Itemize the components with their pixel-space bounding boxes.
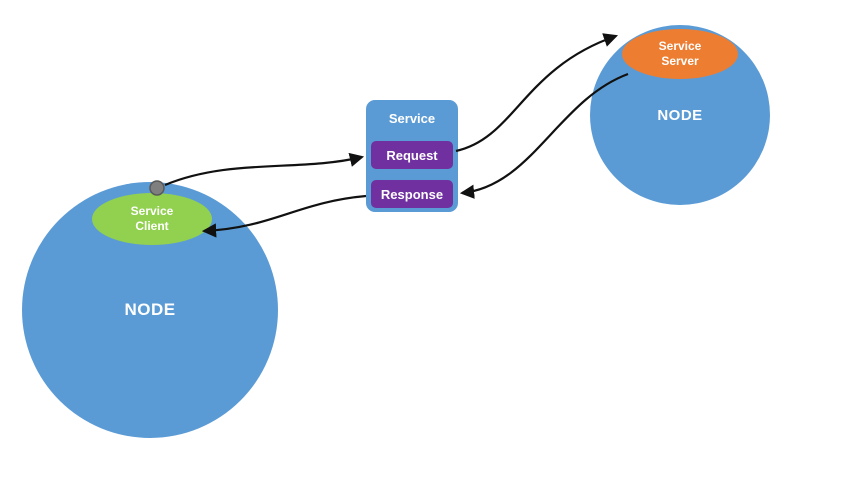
service-client-label: Service Client <box>130 204 174 233</box>
service-server-oval: Service Server <box>622 29 738 79</box>
arrow-client-to-request <box>164 152 365 187</box>
service-box-title: Service <box>388 111 436 126</box>
request-box: Request <box>371 141 453 169</box>
server-node-label: NODE <box>657 106 703 124</box>
service-client-oval: Service Client <box>92 193 212 245</box>
service-box: Service Request Response <box>366 100 458 212</box>
service-server-label: Service Server <box>658 39 702 68</box>
client-node-label: NODE <box>124 300 176 319</box>
response-box: Response <box>371 180 453 208</box>
